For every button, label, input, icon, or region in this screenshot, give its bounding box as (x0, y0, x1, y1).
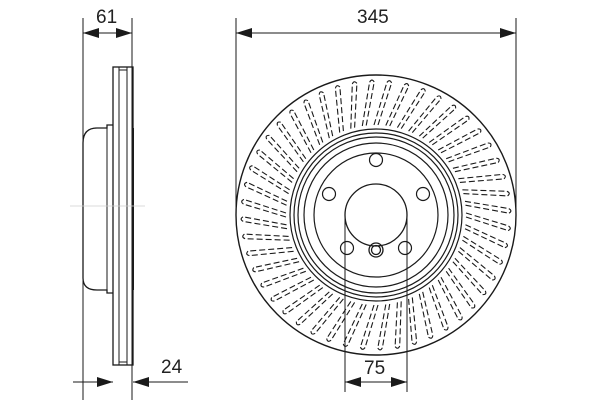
dimension-label-75: 75 (364, 358, 386, 379)
dimension-label-345: 345 (357, 7, 389, 28)
side-view (70, 18, 145, 400)
dimension-61 (83, 28, 132, 38)
dimension-label-61: 61 (96, 7, 118, 28)
dimension-24 (73, 377, 188, 387)
vent-slots (240, 79, 512, 351)
front-view (235, 18, 517, 392)
dimension-label-24: 24 (161, 357, 183, 378)
